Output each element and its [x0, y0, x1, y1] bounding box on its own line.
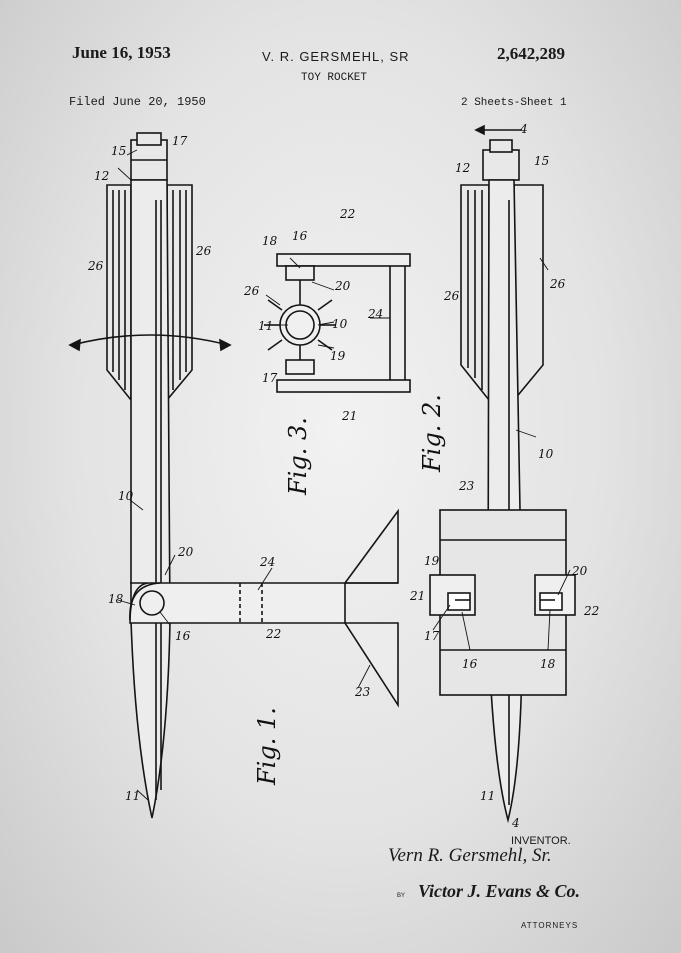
ref-23: 23 [354, 685, 371, 699]
ref-11: 11 [125, 789, 140, 803]
figure-labels: Fig. 3. Fig. 2. Fig. 1. [253, 394, 446, 786]
attorneys-label: ATTORNEYS [521, 921, 579, 930]
patent-number: 2,642,289 [497, 44, 565, 63]
ref-26-fig2b: 26 [549, 277, 566, 291]
ref-20-fig2: 20 [571, 564, 588, 578]
ref-24: 24 [259, 555, 275, 569]
reference-numerals: 12 15 17 26 26 10 20 24 18 16 22 23 11 2… [87, 122, 599, 830]
ref-10-fig2: 10 [538, 447, 554, 461]
ref-12-fig2: 12 [455, 161, 470, 175]
attorney-signature: Victor J. Evans & Co. [418, 881, 581, 901]
ref-19-fig2: 19 [424, 554, 440, 568]
ref-15: 15 [111, 144, 126, 158]
ref-21-fig3: 21 [341, 409, 357, 423]
fig2-rocket [429, 124, 576, 821]
leader-lines [117, 149, 571, 801]
inventor-signature: Vern R. Gersmehl, Sr. [388, 845, 552, 866]
ref-22: 22 [265, 627, 281, 641]
ref-26-fig3: 26 [243, 284, 260, 298]
ref-12: 12 [94, 169, 109, 183]
ref-10: 10 [118, 489, 134, 503]
fig1-rocket [68, 132, 399, 819]
sheet-count: 2 Sheets-Sheet 1 [461, 97, 567, 109]
inventor-name: V. R. GERSMEHL, SR [262, 49, 410, 64]
ref-23-fig2: 23 [458, 479, 475, 493]
ref-10-fig3: 10 [332, 317, 348, 331]
ref-22-fig3: 22 [339, 207, 355, 221]
ref-21-fig2: 21 [409, 589, 425, 603]
by-label: BY [397, 893, 406, 899]
ref-4-top: 4 [519, 122, 528, 136]
ref-16-fig3: 16 [292, 229, 308, 243]
ref-17: 17 [172, 134, 188, 148]
ref-17-fig2: 17 [424, 629, 440, 643]
ref-16: 16 [175, 629, 191, 643]
ref-18-fig3: 18 [262, 234, 278, 248]
ref-24-fig3: 24 [367, 307, 383, 321]
patent-title: TOY ROCKET [301, 72, 368, 84]
ref-19-fig3: 19 [330, 349, 346, 363]
ref-18: 18 [108, 592, 124, 606]
patent-date: June 16, 1953 [72, 43, 171, 62]
ref-15-fig2: 15 [534, 154, 549, 168]
ref-22-fig2: 22 [583, 604, 599, 618]
fig3-top-view [264, 253, 411, 393]
filed-date: Filed June 20, 1950 [69, 95, 206, 109]
inventor-label: INVENTOR. [511, 835, 571, 847]
fig1-label: Fig. 1. [253, 707, 281, 786]
ref-26-fig2: 26 [443, 289, 460, 303]
ref-11-fig2: 11 [480, 789, 495, 803]
fig2-label: Fig. 2. [418, 394, 446, 473]
ref-18-fig2: 18 [540, 657, 556, 671]
ref-16-fig2: 16 [462, 657, 478, 671]
ref-26: 26 [87, 259, 104, 273]
ref-17-fig3: 17 [262, 371, 278, 385]
ref-20: 20 [177, 545, 194, 559]
ref-4-bottom: 4 [511, 816, 520, 830]
fig3-label: Fig. 3. [284, 417, 312, 496]
ref-11-fig3: 11 [258, 319, 273, 333]
ref-26b: 26 [195, 244, 212, 258]
ref-20-fig3: 20 [334, 279, 351, 293]
